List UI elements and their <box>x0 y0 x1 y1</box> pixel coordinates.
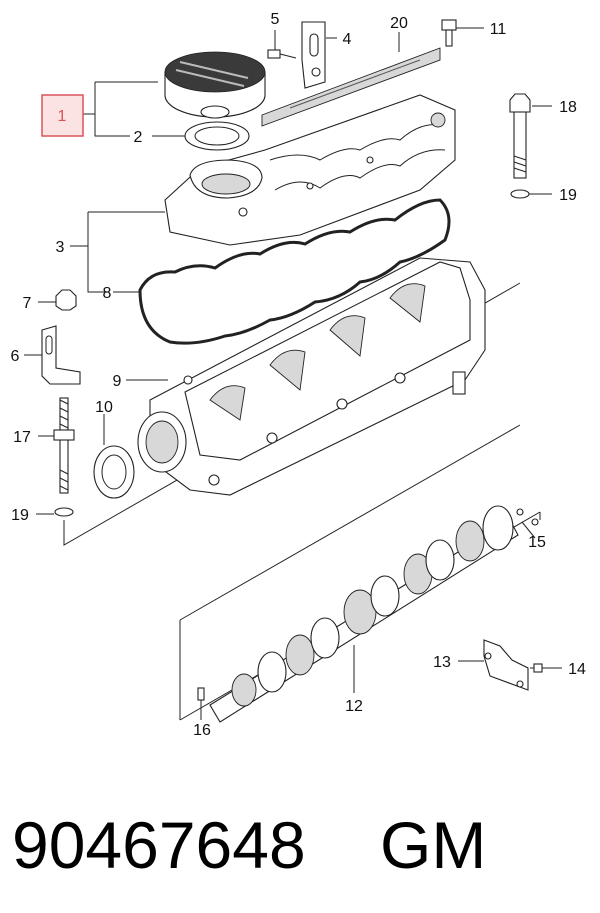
camshaft <box>209 505 539 723</box>
bracket-6 <box>41 325 81 385</box>
callout-20: 20 <box>390 15 408 32</box>
callout-8: 8 <box>103 285 112 302</box>
callout-16: 16 <box>193 722 211 739</box>
part-number: 90467648 <box>12 808 306 882</box>
cover-gasket <box>138 198 451 345</box>
bolt-14 <box>530 663 543 673</box>
callout-1-highlight-box <box>41 94 84 137</box>
callout-3: 3 <box>56 239 65 256</box>
callout-11: 11 <box>490 21 507 38</box>
callout-15: 15 <box>528 534 546 551</box>
oil-filler-cap <box>164 51 266 119</box>
baffle-plate <box>261 47 441 127</box>
cap-seal <box>184 121 250 151</box>
callout-19-right: 19 <box>559 187 577 204</box>
callout-9: 9 <box>113 373 122 390</box>
cylinder-head <box>137 257 486 496</box>
callout-19-left: 19 <box>11 507 29 524</box>
callout-18: 18 <box>559 99 577 116</box>
nut-7 <box>55 289 77 311</box>
callout-1: 1 <box>58 108 67 125</box>
callout-10: 10 <box>95 399 113 416</box>
callout-7: 7 <box>23 295 32 312</box>
callout-5: 5 <box>271 11 280 28</box>
dowel-16 <box>197 687 205 701</box>
stud-17 <box>53 397 75 494</box>
callout-4: 4 <box>343 31 352 48</box>
callout-12: 12 <box>345 698 363 715</box>
brand-name: GM <box>380 808 487 882</box>
cylinder-head-cover <box>164 94 456 246</box>
washer-19-left <box>54 507 74 517</box>
bolt-18 <box>509 93 531 179</box>
bracket-13 <box>483 639 529 691</box>
callout-13: 13 <box>433 654 451 671</box>
washer-19-right <box>510 189 530 199</box>
bolt-5 <box>267 49 297 59</box>
bracket-4 <box>301 21 326 89</box>
callout-17: 17 <box>13 429 31 446</box>
callout-14: 14 <box>568 661 586 678</box>
callout-6: 6 <box>11 348 20 365</box>
part-number-caption: 90467648 GM <box>12 800 592 890</box>
callout-2: 2 <box>134 129 143 146</box>
camshaft-seal <box>93 445 135 499</box>
bolt-11 <box>441 19 457 47</box>
